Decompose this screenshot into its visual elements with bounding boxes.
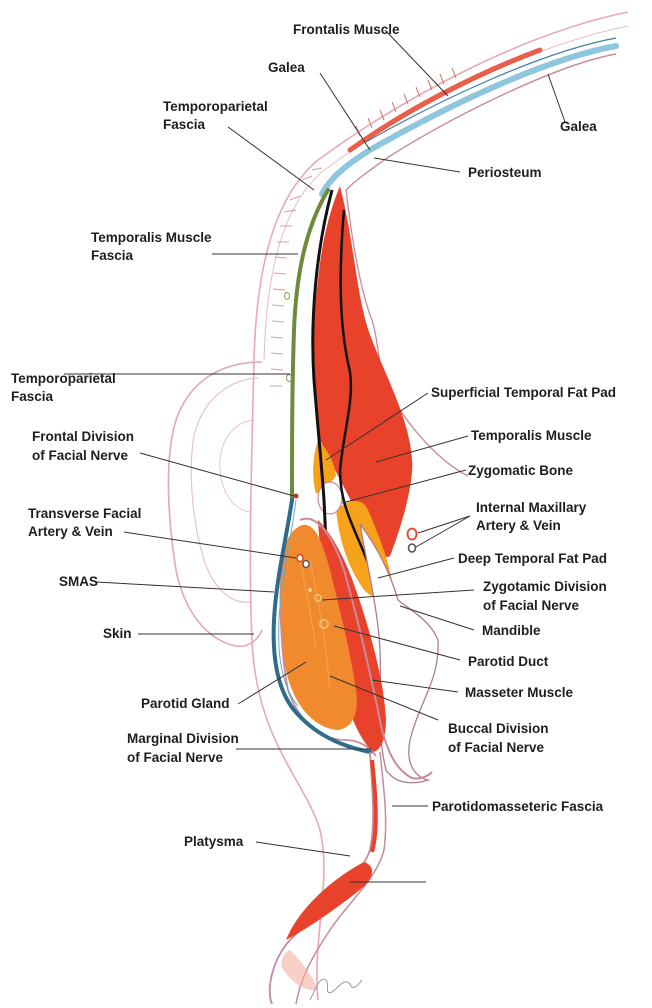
parotid-lobule-3 [308,588,312,592]
label-marginal-division-a: Marginal Division [127,731,239,746]
follicle-bulb-2 [287,375,292,382]
label-deep-temporal-fat-pad: Deep Temporal Fat Pad [458,551,607,566]
label-transverse-facial-a: Transverse Facial [28,506,141,521]
label-masseter-muscle: Masseter Muscle [465,685,574,700]
label-temporoparietal-fascia-1b: Fascia [163,117,206,132]
label-parotid-duct: Parotid Duct [468,654,549,669]
leader-frontal-division [140,453,294,496]
label-zygomatic-division-a: Zygotamic Division [483,579,607,594]
label-temporalis-muscle-fascia-b: Fascia [91,248,134,263]
int-maxillary-artery [408,529,417,540]
leader-deep-fat-pad [378,558,454,578]
platysma-lower-shape [281,950,318,990]
label-temporoparietal-fascia-2a: Temporoparietal [11,371,116,386]
ear-helix [220,420,252,512]
labels: Frontalis Muscle Galea Galea Temporopari… [11,22,616,849]
label-internal-maxillary-a: Internal Maxillary [476,500,587,515]
label-temporoparietal-fascia-1a: Temporoparietal [163,99,268,114]
label-temporoparietal-fascia-2b: Fascia [11,389,54,404]
leader-temporoparietal-1 [228,127,314,190]
label-platysma: Platysma [184,834,244,849]
transverse-facial-vein [303,561,309,568]
frontal-division-dot [294,494,299,499]
label-temporalis-muscle: Temporalis Muscle [471,428,592,443]
leader-transverse-facial [124,532,296,558]
leader-platysma [256,842,350,856]
label-buccal-division-b: of Facial Nerve [448,740,545,755]
label-temporalis-muscle-fascia-a: Temporalis Muscle [91,230,212,245]
label-zygomatic-bone: Zygomatic Bone [468,463,574,478]
label-internal-maxillary-b: Artery & Vein [476,518,561,533]
label-periosteum: Periosteum [468,165,542,180]
follicle-bulb-1 [285,293,290,300]
platysma-shape [286,862,372,940]
leader-frontalis [385,30,448,96]
label-skin: Skin [103,626,132,641]
label-frontal-division-a: Frontal Division [32,429,134,444]
label-mandible: Mandible [482,623,541,638]
label-galea-right: Galea [560,119,597,134]
label-parotidomasseteric-fascia: Parotidomasseteric Fascia [432,799,604,814]
leader-smas [96,582,274,592]
leader-periosteum [374,158,460,172]
leader-galea-top [320,73,370,150]
label-superficial-temporal-fat-pad: Superficial Temporal Fat Pad [431,385,616,400]
label-buccal-division-a: Buccal Division [448,721,549,736]
label-transverse-facial-b: Artery & Vein [28,524,113,539]
label-smas: SMAS [59,574,98,589]
label-frontal-division-b: of Facial Nerve [32,448,129,463]
leader-galea-right [548,74,565,122]
transverse-facial-artery [297,555,303,562]
label-frontalis-muscle: Frontalis Muscle [293,22,400,37]
label-parotid-gland: Parotid Gland [141,696,230,711]
label-marginal-division-b: of Facial Nerve [127,750,224,765]
label-zygomatic-division-b: of Facial Nerve [483,598,580,613]
int-maxillary-vein [409,544,416,552]
ear-outline [168,362,262,646]
label-galea-top: Galea [268,60,305,75]
